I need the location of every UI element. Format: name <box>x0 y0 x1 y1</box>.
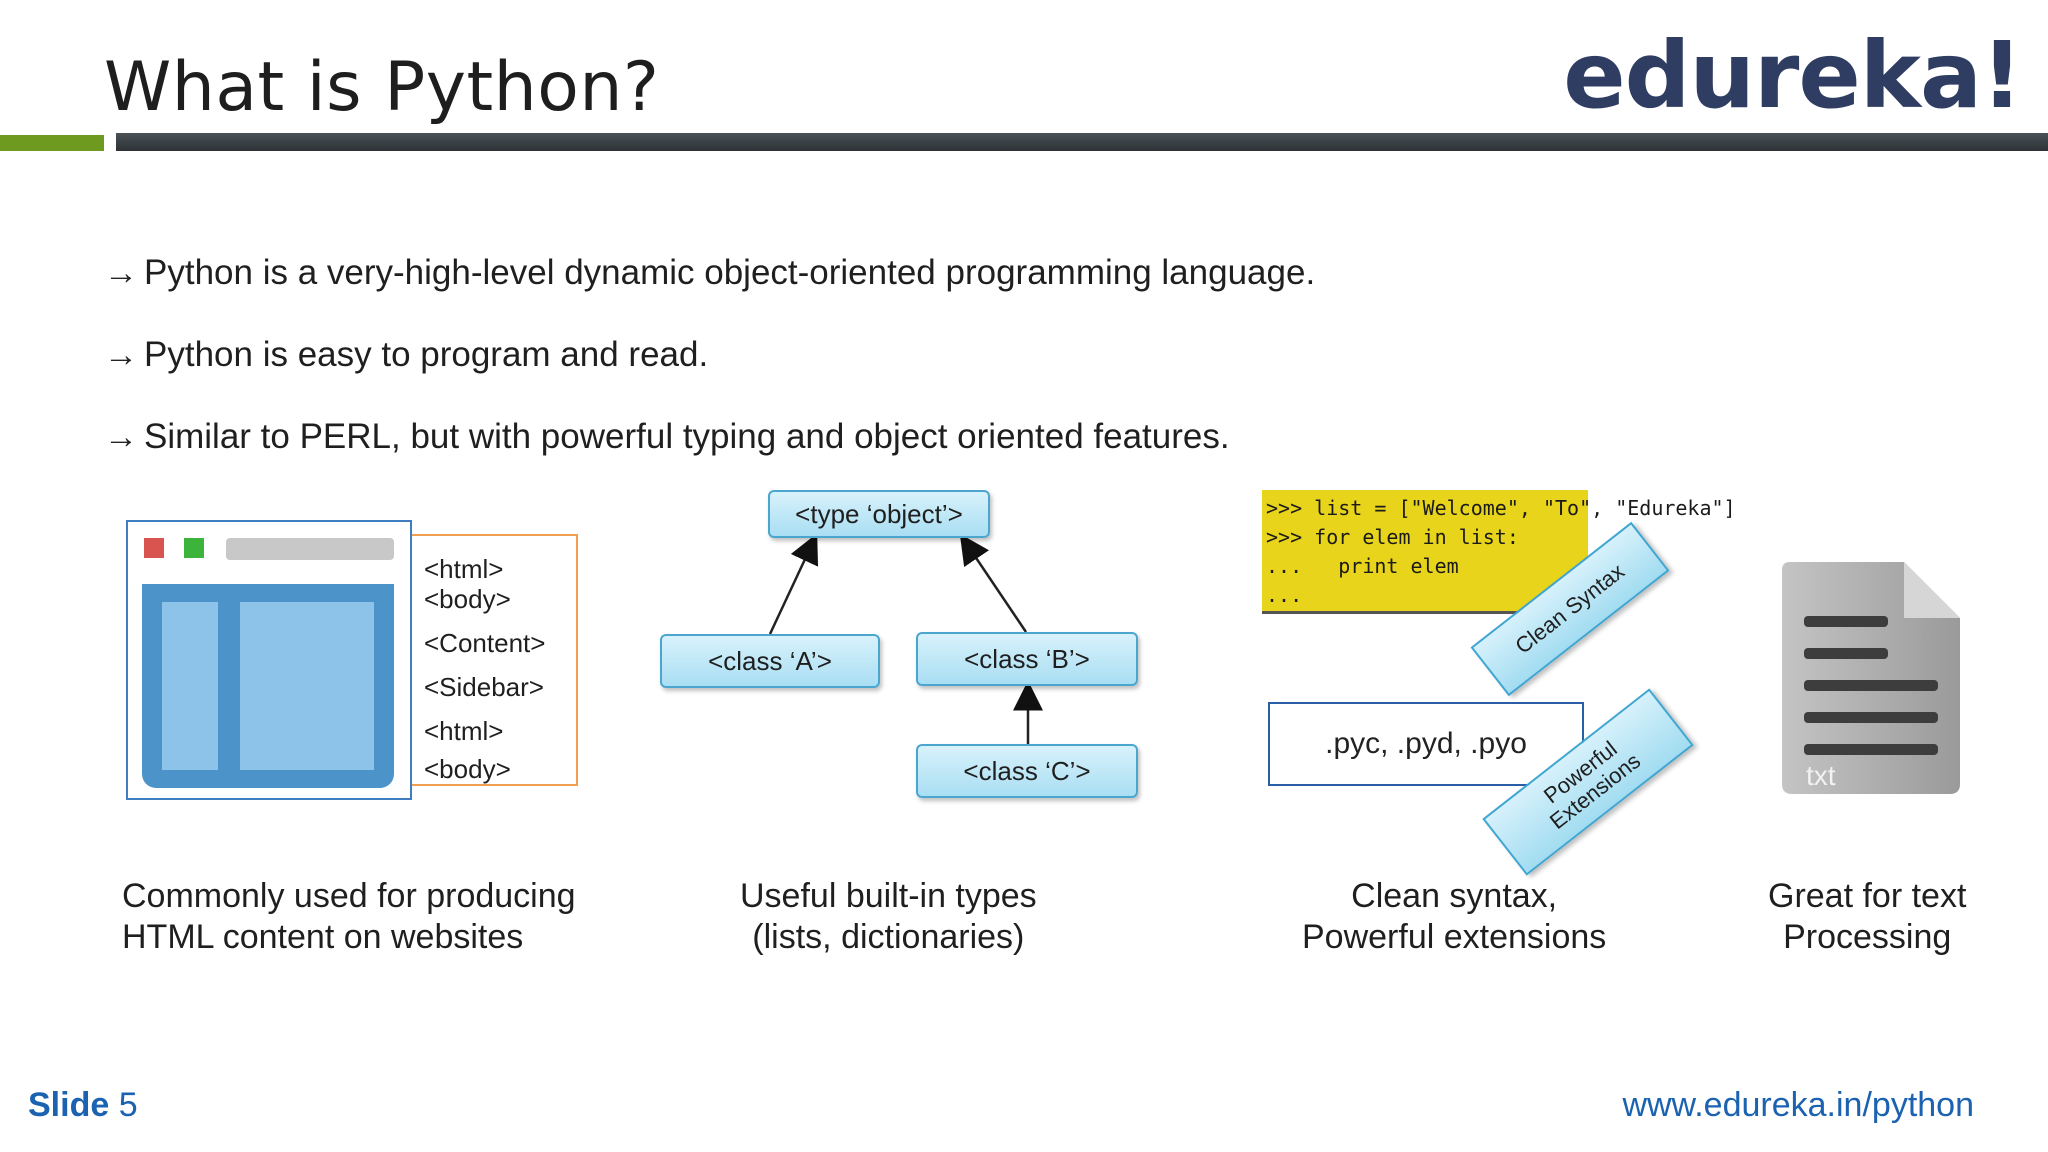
arrow-icon: → <box>104 253 138 292</box>
code-line: ... <box>1266 583 1303 607</box>
html-code-line: <body> <box>424 754 511 784</box>
footer-link[interactable]: www.edureka.in/python <box>1622 1086 1974 1124</box>
address-bar <box>226 538 394 560</box>
class-c-box: <class ‘C’> <box>916 744 1138 798</box>
caption-line: Clean syntax, <box>1351 877 1558 915</box>
window-maximize-dot <box>184 538 204 558</box>
bullet-item: → Python is easy to program and read. <box>104 314 1315 396</box>
bullet-text: Python is easy to program and read. <box>144 335 709 374</box>
header-divider-bar <box>116 133 2048 151</box>
caption-line: Powerful extensions <box>1302 918 1607 956</box>
caption-text: Great for text Processing <box>1768 876 1966 958</box>
class-b-box: <class ‘B’> <box>916 632 1138 686</box>
window-close-dot <box>144 538 164 558</box>
slide-index: 5 <box>118 1086 138 1124</box>
type-object-box: <type ‘object’> <box>768 490 990 538</box>
browser-window-illustration <box>126 520 412 800</box>
sidebar-column <box>162 602 218 770</box>
html-code-bracket <box>412 534 578 786</box>
caption-line: Useful built-in types <box>740 877 1037 915</box>
caption-line: (lists, dictionaries) <box>752 918 1025 956</box>
arrow-icon: → <box>104 335 138 374</box>
slide-title: What is Python? <box>104 48 660 127</box>
extensions-box: .pyc, .pyd, .pyo <box>1268 702 1584 786</box>
text-file-icon <box>1782 562 1960 794</box>
content-column <box>240 602 374 770</box>
caption-syntax: Clean syntax, Powerful extensions <box>1302 876 1606 958</box>
header-accent-bar <box>0 135 104 151</box>
caption-line: Processing <box>1783 918 1952 956</box>
bullet-list: → Python is a very-high-level dynamic ob… <box>104 232 1315 478</box>
html-code-line: <Content> <box>424 628 546 658</box>
class-a-box: <class ‘A’> <box>660 634 880 688</box>
bullet-item: → Python is a very-high-level dynamic ob… <box>104 232 1315 314</box>
bullet-text: Similar to PERL, but with powerful typin… <box>144 417 1230 456</box>
code-line: >>> list = ["Welcome", "To", "Edureka"] <box>1266 496 1736 520</box>
file-type-label: txt <box>1806 760 1836 791</box>
type-hierarchy-arrows <box>768 533 1043 744</box>
caption-types: Useful built-in types (lists, dictionari… <box>740 876 1037 958</box>
html-code-line: <html> <box>424 716 504 746</box>
edureka-logo: edureka! <box>1563 22 2023 129</box>
html-code-line: <html> <box>424 554 504 584</box>
caption-html: Commonly used for producing HTML content… <box>122 876 576 958</box>
html-code-line: <Sidebar> <box>424 672 544 702</box>
caption-line: HTML content on websites <box>122 918 524 956</box>
html-code-line: <body> <box>424 584 511 614</box>
slide-label: Slide <box>28 1086 110 1124</box>
arrow-b-to-object <box>959 533 1028 633</box>
arrow-a-to-object <box>768 533 819 635</box>
caption-line: Commonly used for producing <box>122 877 576 915</box>
python-code-snippet: >>> list = ["Welcome", "To", "Edureka"] >… <box>1262 490 1736 614</box>
slide-number: Slide 5 <box>28 1086 138 1125</box>
page-layout <box>142 584 394 788</box>
caption-line: Great for text <box>1768 877 1967 915</box>
bullet-item: → Similar to PERL, but with powerful typ… <box>104 396 1315 478</box>
code-line: ... print elem <box>1266 554 1459 578</box>
bullet-text: Python is a very-high-level dynamic obje… <box>144 253 1316 292</box>
arrow-icon: → <box>104 417 138 456</box>
code-line: >>> for elem in list: <box>1266 525 1519 549</box>
